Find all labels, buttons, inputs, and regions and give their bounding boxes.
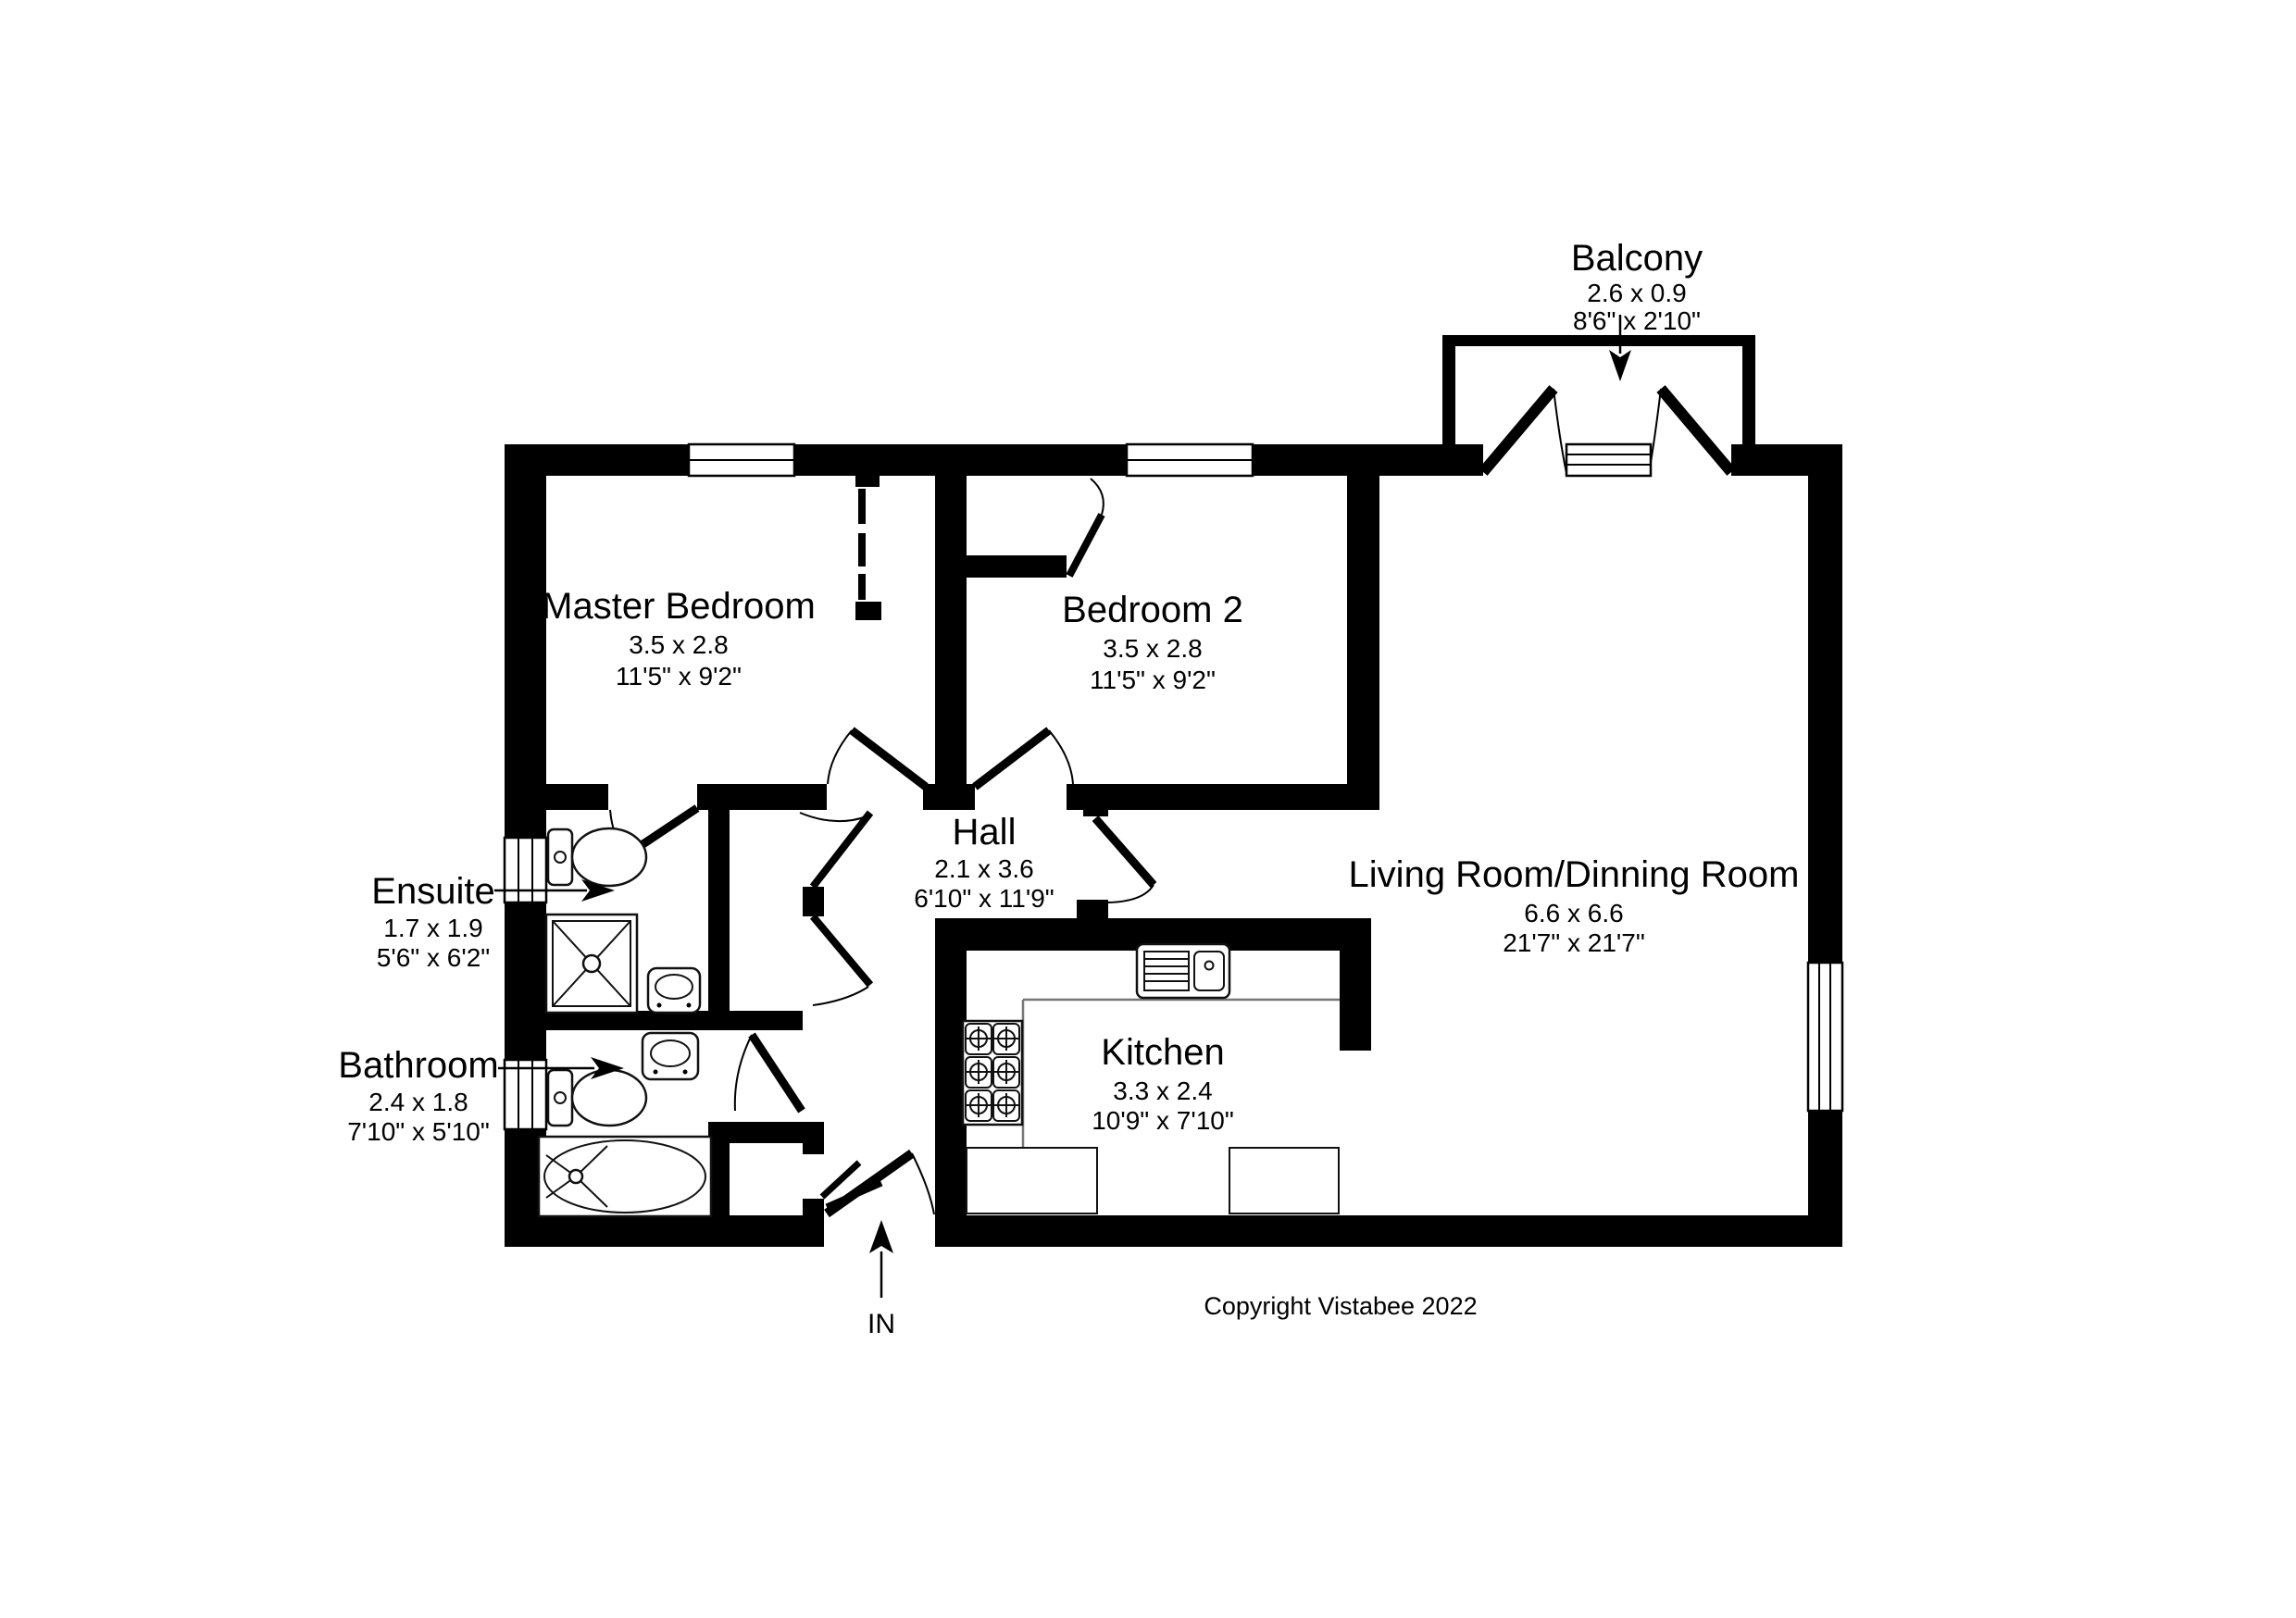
- room-name: Bedroom 2: [1062, 590, 1243, 630]
- room-dim-imperial: 11'5" x 9'2": [616, 662, 742, 691]
- entrance-arrow: [869, 1220, 893, 1298]
- master-bedroom-door: [827, 727, 929, 790]
- room-dim-metric: 3.5 x 2.8: [1103, 634, 1202, 663]
- bathroom-arrow: [498, 1057, 624, 1079]
- sink-icon: [646, 966, 702, 1014]
- room-name: Master Bedroom: [542, 586, 816, 627]
- hall-closet-lower-door: [809, 914, 874, 1006]
- bedroom2-window: [1125, 442, 1254, 478]
- balcony-threshold: [1565, 442, 1653, 478]
- ensuite-window: [503, 836, 548, 904]
- exterior-walls: [505, 444, 1842, 1247]
- balcony-structure: [1442, 335, 1755, 478]
- room-dim-metric: 2.4 x 1.8: [368, 1088, 468, 1116]
- kitchen-sink-icon: [1135, 942, 1231, 1000]
- bedroom2-closet-door: [1066, 478, 1105, 578]
- room-label-bedroom2: Bedroom 2 3.5 x 2.8 11'5" x 9'2": [1062, 590, 1243, 694]
- room-dim-imperial: 6'10" x 11'9": [914, 884, 1054, 913]
- windows: [503, 442, 1844, 1131]
- kitchen-fixtures: [961, 942, 1340, 1214]
- living-room-window: [1806, 961, 1844, 1113]
- balcony-door-leaf: [1656, 385, 1736, 476]
- toilet-icon: [546, 1068, 648, 1127]
- room-label-hall: Hall 2.1 x 3.6 6'10" x 11'9": [914, 812, 1054, 913]
- copyright: Copyright Vistabee 2022: [1204, 1292, 1477, 1320]
- hall-living-door: [1092, 815, 1157, 903]
- sink-icon: [641, 1031, 700, 1081]
- room-label-kitchen: Kitchen 3.3 x 2.4 10'9" x 7'10": [1092, 1032, 1234, 1135]
- bathtub-icon: [537, 1135, 713, 1218]
- room-label-master-bedroom: Master Bedroom 3.5 x 2.8 11'5" x 9'2": [542, 586, 816, 691]
- room-dim-metric: 6.6 x 6.6: [1524, 899, 1623, 927]
- doors: [609, 478, 1157, 1218]
- room-dim-metric: 3.5 x 2.8: [629, 630, 728, 659]
- entrance-door: [824, 1149, 935, 1218]
- room-label-balcony: Balcony 2.6 x 0.9 8'6" x 2'10": [1571, 238, 1703, 335]
- room-name: Hall: [953, 812, 1017, 853]
- room-dim-metric: 2.1 x 3.6: [934, 854, 1033, 883]
- room-dim-imperial: 21'7" x 21'7": [1503, 928, 1645, 957]
- shower-icon: [544, 913, 639, 1014]
- bathroom-fixtures: [537, 1031, 713, 1218]
- hall-closet-upper-door: [799, 810, 874, 890]
- balcony-arrow: [1609, 315, 1631, 381]
- room-dim-metric: 3.3 x 2.4: [1113, 1077, 1212, 1105]
- room-name: Kitchen: [1101, 1032, 1224, 1073]
- bathroom-window: [503, 1058, 548, 1131]
- balcony-door-leaf: [1479, 385, 1558, 476]
- room-dim-metric: 2.6 x 0.9: [1587, 279, 1686, 307]
- room-name: Ensuite: [371, 871, 494, 912]
- room-name: Balcony: [1571, 238, 1703, 279]
- room-dim-imperial: 5'6" x 6'2": [377, 943, 490, 972]
- room-label-ensuite: Ensuite 1.7 x 1.9 5'6" x 6'2": [371, 871, 494, 972]
- master-bedroom-window: [687, 442, 796, 478]
- entrance-label: IN: [867, 1309, 895, 1339]
- room-dim-metric: 1.7 x 1.9: [383, 914, 482, 942]
- room-dim-imperial: 11'5" x 9'2": [1090, 666, 1216, 694]
- bedroom2-door: [972, 727, 1074, 790]
- room-label-living: Living Room/Dinning Room 6.6 x 6.6 21'7"…: [1349, 854, 1800, 957]
- bathroom-door: [733, 1032, 805, 1114]
- room-name: Bathroom: [338, 1045, 498, 1086]
- room-label-bathroom: Bathroom 2.4 x 1.8 7'10" x 5'10": [338, 1045, 498, 1146]
- stove-icon: [961, 1019, 1024, 1126]
- room-dim-imperial: 7'10" x 5'10": [347, 1117, 490, 1146]
- room-dim-imperial: 8'6" x 2'10": [1573, 306, 1701, 335]
- room-name: Living Room/Dinning Room: [1349, 854, 1800, 895]
- ensuite-arrow: [494, 879, 615, 902]
- ensuite-fixtures: [544, 827, 702, 1014]
- toilet-icon: [546, 827, 648, 888]
- room-dim-imperial: 10'9" x 7'10": [1092, 1106, 1234, 1135]
